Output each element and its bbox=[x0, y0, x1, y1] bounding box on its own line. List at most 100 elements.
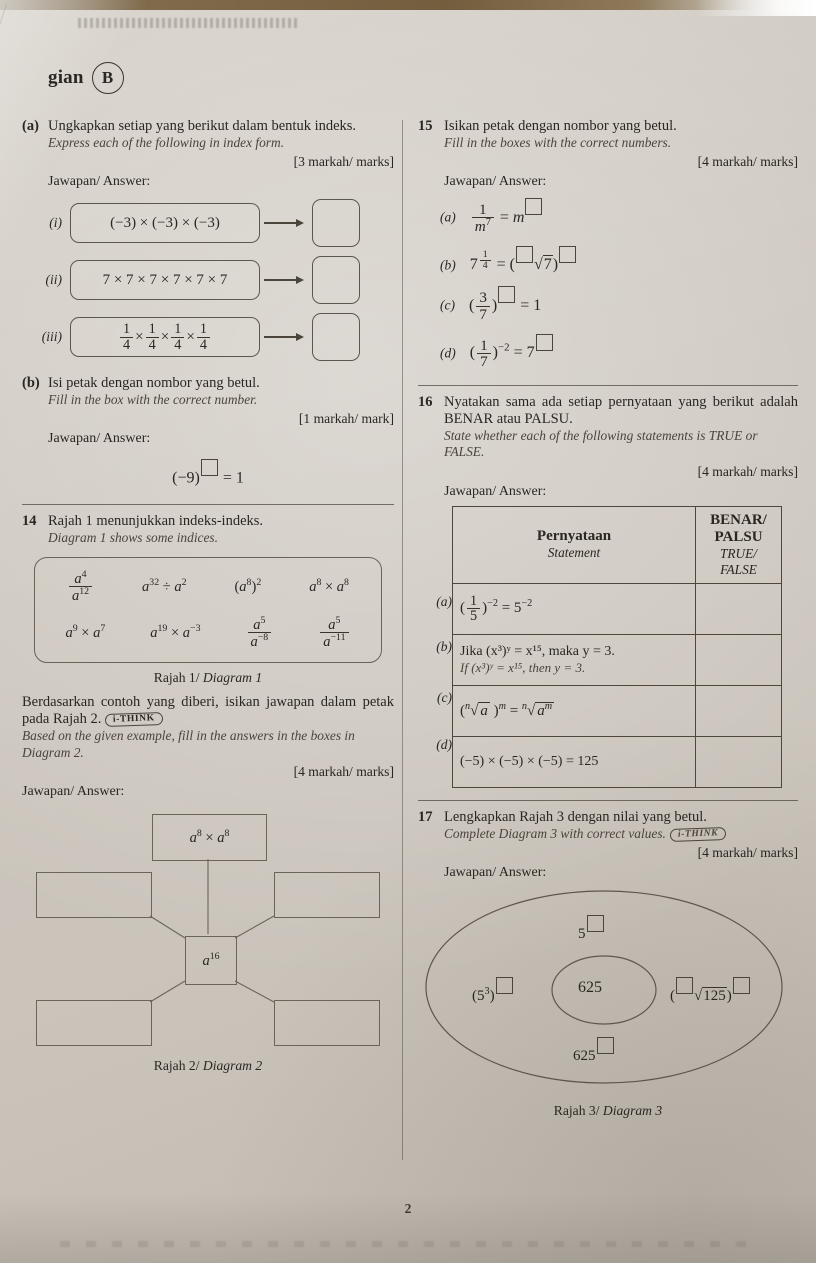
th-statement: Pernyataan Statement bbox=[452, 505, 696, 584]
page-top-edge bbox=[0, 0, 816, 10]
q16-text-ms: Nyatakan sama ada setiap pernyataan yang… bbox=[444, 394, 798, 428]
q16-row-b-label: (b) bbox=[436, 638, 452, 654]
diagram-3-top-answer-box[interactable] bbox=[586, 914, 604, 932]
q15-item-a-answer-box[interactable] bbox=[525, 198, 543, 216]
q15-item-a-label: (a) bbox=[440, 209, 456, 225]
diagram-1-caption: Rajah 1/ Diagram 1 bbox=[22, 670, 394, 686]
q14-number: 14 bbox=[22, 512, 37, 529]
q16-table-wrapper: Pernyataan Statement BENAR/ PALSU TRUE/ … bbox=[418, 505, 798, 788]
question-15: 15 Isikan petak dengan nombor yang betul… bbox=[418, 118, 798, 190]
q16-row-b-ms: Jika (x³)ʸ = x¹⁵, maka y = 3. bbox=[460, 643, 615, 659]
q15-item-b-answer-box-2[interactable] bbox=[559, 246, 577, 264]
arrow-right-icon bbox=[264, 332, 308, 342]
q14-instruction-ms-text: Berdasarkan contoh yang diberi, isikan j… bbox=[22, 694, 394, 728]
page-top-glare bbox=[696, 0, 816, 16]
part-heading: gian B bbox=[48, 62, 124, 94]
q13b-answer-label: Jawapan/ Answer: bbox=[48, 431, 151, 447]
table-row: Jika (x³)ʸ = x¹⁵, maka y = 3. If (x³)ʸ =… bbox=[452, 633, 782, 686]
q13b-marks: [1 markah/ mark] bbox=[298, 411, 394, 427]
q16-row-c-answer-cell[interactable] bbox=[695, 684, 782, 737]
q16-answer-label: Jawapan/ Answer: bbox=[444, 483, 547, 499]
q13a-item-i-label: (i) bbox=[49, 215, 62, 231]
diagram-2-center-value: a16 bbox=[202, 950, 220, 969]
diagram-3-left-answer-box[interactable] bbox=[495, 976, 513, 994]
q13a-text-en: Express each of the following in index f… bbox=[48, 135, 285, 151]
d1-item-6: a19 × a−3 bbox=[150, 622, 201, 641]
q13a-item-iii-answer-box[interactable] bbox=[312, 313, 360, 362]
arrow-right-icon bbox=[264, 275, 308, 285]
q17-number: 17 bbox=[418, 808, 433, 825]
question-13b: (b) Isi petak dengan nombor yang betul. … bbox=[22, 375, 394, 447]
q15-item-b-label: (b) bbox=[440, 257, 456, 273]
diagram-2-answer-box-top-right[interactable] bbox=[274, 871, 380, 918]
diagram-2-answer-box-bottom-left[interactable] bbox=[36, 999, 152, 1046]
diagram-2-answer-box-bottom-right[interactable] bbox=[274, 999, 380, 1046]
diagram-3-right-answer-box-2[interactable] bbox=[732, 976, 750, 994]
bottom-smudge bbox=[60, 1241, 750, 1247]
table-row: (−5) × (−5) × (−5) = 125 bbox=[452, 735, 782, 788]
q16-text-en: State whether each of the following stat… bbox=[444, 428, 758, 460]
question-13a: (a) Ungkapkan setiap yang berikut dalam … bbox=[22, 118, 394, 190]
q16-row-b-answer-cell[interactable] bbox=[695, 633, 782, 686]
part-letter-circle: B bbox=[91, 62, 124, 94]
q17-text-ms: Lengkapkan Rajah 3 dengan nilai yang bet… bbox=[444, 808, 707, 825]
q13b-text-en: Fill in the box with the correct number. bbox=[48, 392, 258, 408]
q16-number: 16 bbox=[418, 394, 433, 411]
q14-marks: [4 markah/ marks] bbox=[293, 763, 394, 779]
th-statement-ms: Pernyataan bbox=[536, 528, 612, 544]
q15-item-c-answer-box[interactable] bbox=[498, 286, 516, 304]
section-divider bbox=[22, 503, 394, 505]
q13a-item-i-answer-box[interactable] bbox=[312, 199, 360, 248]
q15-number: 15 bbox=[418, 118, 433, 134]
q14-text-en: Diagram 1 shows some indices. bbox=[48, 529, 218, 545]
q13a-answer-label: Jawapan/ Answer: bbox=[48, 174, 151, 190]
diagram-2-connectors bbox=[149, 858, 275, 1003]
diagram-3-bottom-label: 625 bbox=[573, 1036, 615, 1065]
q17-marks: [4 markah/ marks] bbox=[697, 844, 798, 860]
table-row: (n√a )m = n√am bbox=[452, 684, 782, 737]
diagram-3-bottom-answer-box[interactable] bbox=[596, 1036, 614, 1054]
q13b-answer-box[interactable] bbox=[200, 459, 218, 477]
diagram-3-top-label: 5 bbox=[578, 914, 605, 943]
diagram-3-left-label: (53) bbox=[472, 976, 514, 1005]
left-column: (a) Ungkapkan setiap yang berikut dalam … bbox=[22, 118, 394, 1074]
diagram-2-answer-box-top-left[interactable] bbox=[36, 871, 152, 918]
q13a-item-ii: (ii) 7 × 7 × 7 × 7 × 7 × 7 bbox=[22, 256, 394, 305]
q15-item-b-answer-box-1[interactable] bbox=[516, 246, 533, 264]
q16-row-c-statement: (n√a )m = n√am bbox=[452, 684, 696, 737]
right-column: 15 Isikan petak dengan nombor yang betul… bbox=[418, 118, 798, 1119]
d1-item-4: a8 × a8 bbox=[309, 577, 349, 596]
q16-row-a-answer-cell[interactable] bbox=[695, 582, 782, 635]
q15-text-ms: Isikan petak dengan nombor yang betul. bbox=[444, 118, 677, 134]
q13b-base: (−9) bbox=[172, 469, 200, 487]
section-divider bbox=[418, 385, 798, 387]
th-answer: BENAR/ PALSU TRUE/ FALSE bbox=[695, 505, 782, 584]
d1-item-3: (a8)2 bbox=[234, 577, 262, 596]
q17-answer-label: Jawapan/ Answer: bbox=[444, 864, 547, 880]
q16-row-d-statement: (−5) × (−5) × (−5) = 125 bbox=[452, 735, 696, 788]
diagram-3-right-answer-box-1[interactable] bbox=[676, 976, 693, 994]
diagram-2-center-box: a16 bbox=[185, 935, 237, 985]
diagram-3-caption-ms: Rajah 3/ bbox=[553, 1102, 600, 1118]
q16-row-d-answer-cell[interactable] bbox=[695, 735, 782, 788]
q16-marks: [4 markah/ marks] bbox=[697, 463, 798, 479]
q16-row-a-label: (a) bbox=[436, 593, 452, 609]
q15-item-d-answer-box[interactable] bbox=[535, 333, 553, 351]
q14-text-ms: Rajah 1 menunjukkan indeks-indeks. bbox=[48, 512, 264, 529]
q13a-label: (a) bbox=[22, 118, 39, 134]
q15-marks: [4 markah/ marks] bbox=[697, 154, 798, 170]
q17-text-en-label: Complete Diagram 3 with correct values. bbox=[444, 825, 666, 841]
q13a-marks: [3 markah/ marks] bbox=[293, 154, 394, 170]
q13b-text-ms: Isi petak dengan nombor yang betul. bbox=[48, 375, 260, 392]
q13a-item-ii-answer-box[interactable] bbox=[312, 256, 360, 305]
diagram-2-caption-ms: Rajah 2/ bbox=[153, 1057, 200, 1073]
section-divider bbox=[418, 799, 798, 801]
